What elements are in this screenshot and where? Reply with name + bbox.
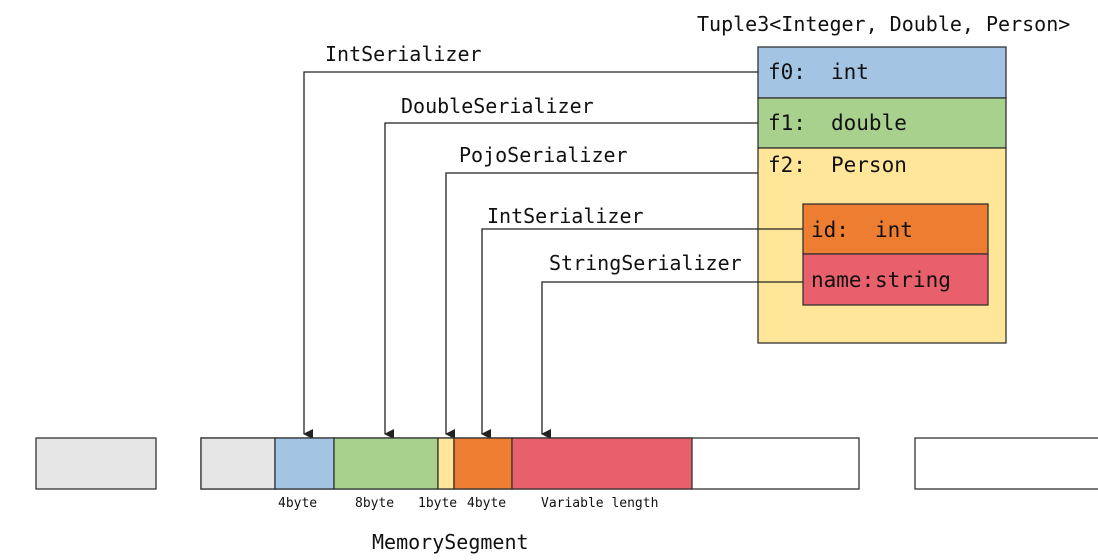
- memory-segment-label: MemorySegment: [372, 530, 529, 554]
- size-label-name: Variable length: [541, 496, 658, 511]
- size-label-f2: 1byte: [418, 496, 457, 511]
- person-id-name: id:: [811, 218, 849, 242]
- field-f1-name: f1:: [768, 111, 806, 135]
- memory-segment-right-block: [914, 437, 1098, 490]
- arrow-f1: [384, 122, 758, 439]
- field-f0-name: f0:: [768, 60, 806, 84]
- memory-cell-f1: [333, 437, 439, 490]
- memory-cell-name: [511, 437, 693, 490]
- tuple-title: Tuple3<Integer, Double, Person>: [697, 12, 1070, 36]
- serializer-label-f0: IntSerializer: [325, 42, 482, 66]
- memory-cell-f2: [437, 437, 455, 490]
- field-f0-type: int: [831, 60, 869, 84]
- person-name-row: [802, 253, 989, 306]
- serializer-label-id: IntSerializer: [487, 204, 644, 228]
- person-name-type: string: [875, 268, 951, 292]
- size-label-f0: 4byte: [278, 496, 317, 511]
- field-f0-row: [757, 46, 1007, 99]
- memory-cell-f0: [274, 437, 335, 490]
- arrow-id: [481, 228, 803, 439]
- memory-segment-left-block: [35, 437, 157, 490]
- arrow-f0: [303, 71, 758, 439]
- memory-segment-used-gray: [200, 437, 276, 490]
- person-id-type: int: [875, 218, 913, 242]
- memory-cell-id: [453, 437, 513, 490]
- person-name-name: name:: [811, 268, 874, 292]
- arrow-name: [541, 281, 803, 439]
- arrow-f2: [445, 172, 758, 439]
- size-label-id: 4byte: [467, 496, 506, 511]
- serializer-label-f2: PojoSerializer: [459, 143, 628, 167]
- size-label-f1: 8byte: [355, 496, 394, 511]
- person-id-row: [802, 203, 989, 255]
- field-f2-name: f2:: [768, 153, 806, 177]
- serializer-label-name: StringSerializer: [549, 251, 742, 275]
- field-f1-type: double: [831, 111, 907, 135]
- field-f1-row: [757, 97, 1007, 149]
- field-f2-type: Person: [831, 153, 907, 177]
- serializer-label-f1: DoubleSerializer: [401, 94, 594, 118]
